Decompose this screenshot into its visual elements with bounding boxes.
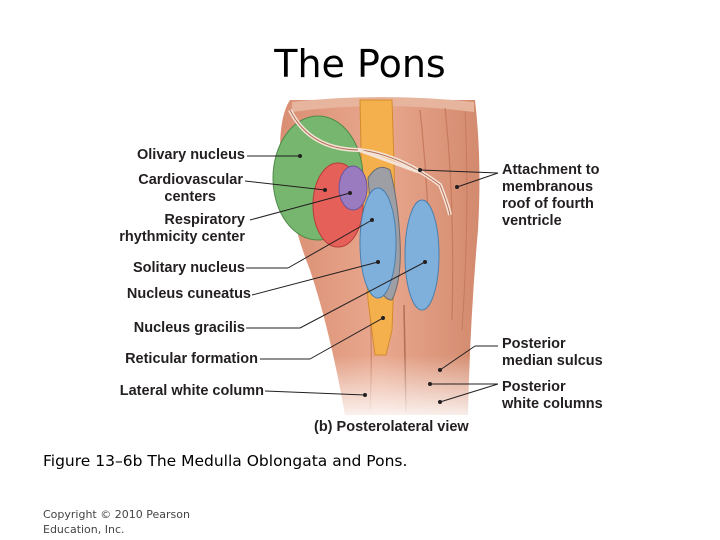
label-cardiovascular-2: centers <box>95 189 216 206</box>
figure-caption: Figure 13–6b The Medulla Oblongata and P… <box>43 452 407 470</box>
label-attachment-3: roof of fourth <box>502 196 594 213</box>
label-respiratory-1: Respiratory <box>95 212 245 229</box>
label-solitary-nucleus: Solitary nucleus <box>95 260 245 277</box>
label-respiratory-2: rhythmicity center <box>95 229 245 246</box>
label-nucleus-cuneatus: Nucleus cuneatus <box>95 286 251 303</box>
copyright-notice: Copyright © 2010 Pearson Education, Inc. <box>43 507 193 537</box>
view-label: (b) Posterolateral view <box>314 419 469 436</box>
nucleus-gracilis <box>405 200 439 310</box>
label-nucleus-gracilis: Nucleus gracilis <box>95 320 245 337</box>
label-attachment-2: membranous <box>502 179 593 196</box>
label-attachment-4: ventricle <box>502 213 562 230</box>
label-attachment-1: Attachment to <box>502 162 599 179</box>
label-posterior-sulcus-2: median sulcus <box>502 353 603 370</box>
label-olivary-nucleus: Olivary nucleus <box>95 147 245 164</box>
copyright-line-2: Education, Inc. <box>43 522 193 537</box>
copyright-line-1: Copyright © 2010 Pearson <box>43 507 193 522</box>
label-posterior-columns-2: white columns <box>502 396 603 413</box>
label-reticular-formation: Reticular formation <box>95 351 258 368</box>
nucleus-cuneatus <box>360 188 396 298</box>
label-cardiovascular-1: Cardiovascular <box>95 172 243 189</box>
label-posterior-columns-1: Posterior <box>502 379 566 396</box>
label-posterior-sulcus-1: Posterior <box>502 336 566 353</box>
label-lateral-white-column: Lateral white column <box>95 383 264 400</box>
respiratory-center <box>339 166 367 210</box>
